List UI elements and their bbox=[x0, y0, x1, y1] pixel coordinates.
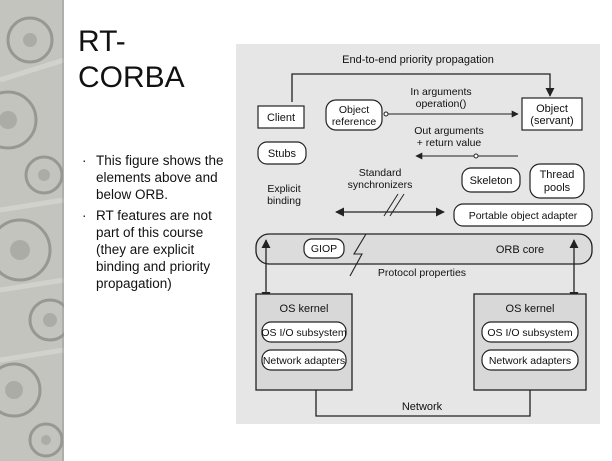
synchronizers-label: synchronizers bbox=[348, 179, 413, 191]
in-arguments-origin bbox=[383, 111, 389, 117]
protocol-properties-label: Protocol properties bbox=[378, 267, 466, 279]
orb-core-label: ORB core bbox=[496, 244, 544, 256]
left-network-adapters-label: Network adapters bbox=[263, 355, 345, 367]
operation-label: operation() bbox=[416, 98, 467, 110]
decorative-gear-sidebar bbox=[0, 0, 64, 461]
bullet-marker: · bbox=[82, 153, 87, 168]
object-servant-label-1: Object bbox=[536, 103, 568, 115]
right-os-io-box bbox=[481, 321, 579, 343]
object-reference-box bbox=[325, 99, 383, 131]
right-network-adapters-label: Network adapters bbox=[489, 355, 571, 367]
network-line bbox=[315, 390, 531, 417]
bullet-text: RT features are not part of this course … bbox=[96, 208, 212, 291]
portable-object-adapter-box bbox=[453, 203, 593, 227]
network-label: Network bbox=[402, 401, 443, 413]
thread-pools-box bbox=[529, 163, 585, 199]
out-arguments-origin bbox=[473, 153, 479, 159]
standard-label: Standard bbox=[359, 167, 402, 179]
binding-label: binding bbox=[267, 195, 301, 207]
client-box bbox=[257, 105, 305, 129]
right-network-adapters-box bbox=[481, 349, 579, 371]
bullet-item: · This figure shows the elements above a… bbox=[78, 152, 228, 203]
object-servant-label-2: (servant) bbox=[530, 115, 573, 127]
rt-corba-architecture-figure: End-to-end priority propagation Client O… bbox=[236, 44, 600, 424]
object-reference-label-2: reference bbox=[332, 116, 377, 128]
stubs-label: Stubs bbox=[268, 148, 297, 160]
left-os-io-label: OS I/O subsystem bbox=[261, 327, 346, 339]
bullet-marker: · bbox=[82, 208, 87, 223]
out-arguments-label: Out arguments bbox=[414, 125, 483, 137]
explicit-label: Explicit bbox=[267, 183, 300, 195]
end-to-end-label: End-to-end priority propagation bbox=[342, 54, 494, 66]
object-servant-box bbox=[521, 97, 583, 131]
skeleton-label: Skeleton bbox=[470, 175, 513, 187]
slide-title-line-2: CORBA bbox=[78, 61, 185, 94]
priority-propagation-line bbox=[291, 73, 555, 102]
left-network-adapters-box bbox=[261, 349, 347, 371]
return-value-label: + return value bbox=[417, 137, 482, 149]
thread-pools-label-1: Thread bbox=[540, 169, 575, 181]
client-label: Client bbox=[267, 112, 295, 124]
skeleton-box bbox=[461, 167, 521, 193]
left-os-kernel-label: OS kernel bbox=[280, 303, 329, 315]
bullet-item: · RT features are not part of this cours… bbox=[78, 207, 228, 292]
bullet-list: · This figure shows the elements above a… bbox=[78, 152, 228, 296]
stubs-box bbox=[257, 141, 307, 165]
right-os-kernel-label: OS kernel bbox=[506, 303, 555, 315]
thread-pools-label-2: pools bbox=[544, 182, 571, 194]
giop-label: GIOP bbox=[311, 243, 337, 255]
giop-box bbox=[303, 238, 345, 259]
right-os-io-label: OS I/O subsystem bbox=[487, 327, 572, 339]
portable-object-adapter-label: Portable object adapter bbox=[469, 210, 578, 222]
bullet-text: This figure shows the elements above and… bbox=[96, 153, 224, 202]
in-arguments-label: In arguments bbox=[410, 86, 471, 98]
slide-title: RT- CORBA bbox=[78, 24, 208, 96]
object-reference-label-1: Object bbox=[339, 104, 369, 116]
protocol-zigzag bbox=[349, 233, 367, 277]
slide-title-line-1: RT- bbox=[78, 25, 126, 58]
left-os-io-box bbox=[261, 321, 347, 343]
